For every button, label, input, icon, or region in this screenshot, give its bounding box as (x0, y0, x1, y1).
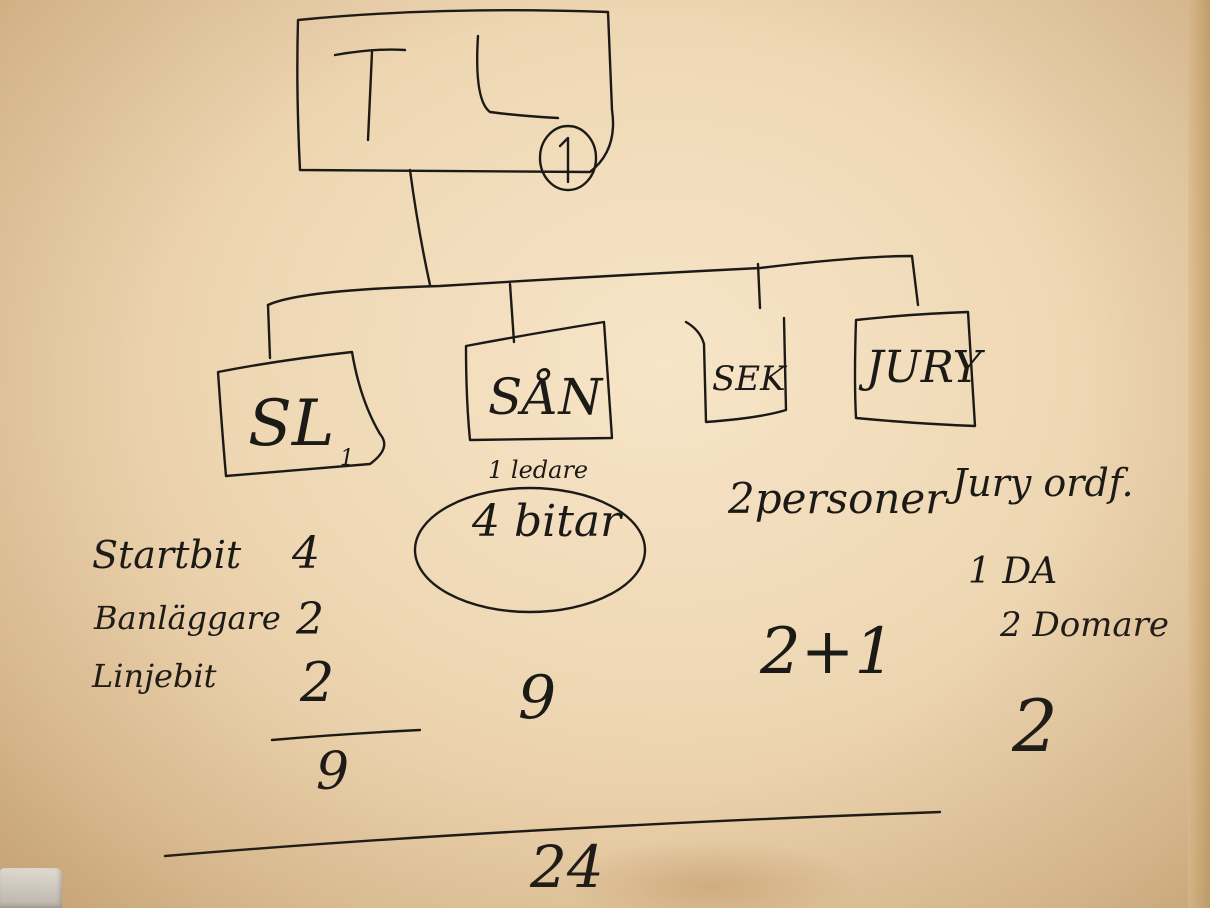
main-branch (266, 254, 920, 307)
branch-sl (266, 303, 272, 360)
sl-total: 9 (316, 742, 350, 802)
shadow (560, 840, 860, 908)
root-l-stroke (476, 34, 560, 120)
sl-list-label-3: Linjebit (92, 657, 217, 695)
root-t-bar (333, 48, 407, 57)
root-box-outline (296, 9, 615, 174)
box-sl-label: SL (248, 387, 335, 461)
san-note-top: 1 ledare (488, 456, 589, 484)
box-sek-label: SEK (712, 359, 786, 399)
sek-total: 2+1 (760, 615, 896, 689)
grand-total: 24 (530, 833, 604, 901)
wall-edge (1188, 0, 1210, 908)
jury-note-3: 2 Domare (1000, 605, 1170, 645)
san-note-circle (413, 486, 647, 614)
root-badge-circle (538, 124, 598, 192)
jury-note-2: 1 DA (968, 551, 1058, 592)
sl-sum-line (270, 728, 422, 742)
branch-sek (756, 262, 762, 310)
sl-list-value-2: 2 (296, 594, 324, 645)
box-sl-subscript: 1 (340, 446, 354, 471)
sl-list-value-3: 2 (300, 651, 335, 714)
sl-box-outline (216, 350, 386, 478)
box-jury-label: JURY (866, 342, 982, 393)
sl-list-label-2: Banläggare (94, 599, 281, 637)
wall-socket (0, 868, 62, 908)
jury-total: 2 (1012, 684, 1058, 768)
root-connector (408, 168, 432, 287)
grand-total-line (163, 810, 942, 858)
root-t-stem (366, 50, 374, 142)
sl-list-value-1: 4 (292, 528, 320, 579)
san-box-outline (464, 320, 614, 442)
root-badge-one (558, 136, 570, 184)
branch-san (508, 282, 516, 344)
sek-note: 2personer (728, 474, 946, 523)
sl-list-label-1: Startbit (92, 533, 242, 577)
box-san-label: SÅN (488, 368, 603, 426)
san-note-circled: 4 bitar (472, 496, 622, 547)
jury-note-1: Jury ordf. (952, 461, 1134, 505)
sek-box-outline (684, 316, 788, 424)
jury-box-outline (853, 310, 977, 428)
san-total: 9 (518, 663, 557, 733)
